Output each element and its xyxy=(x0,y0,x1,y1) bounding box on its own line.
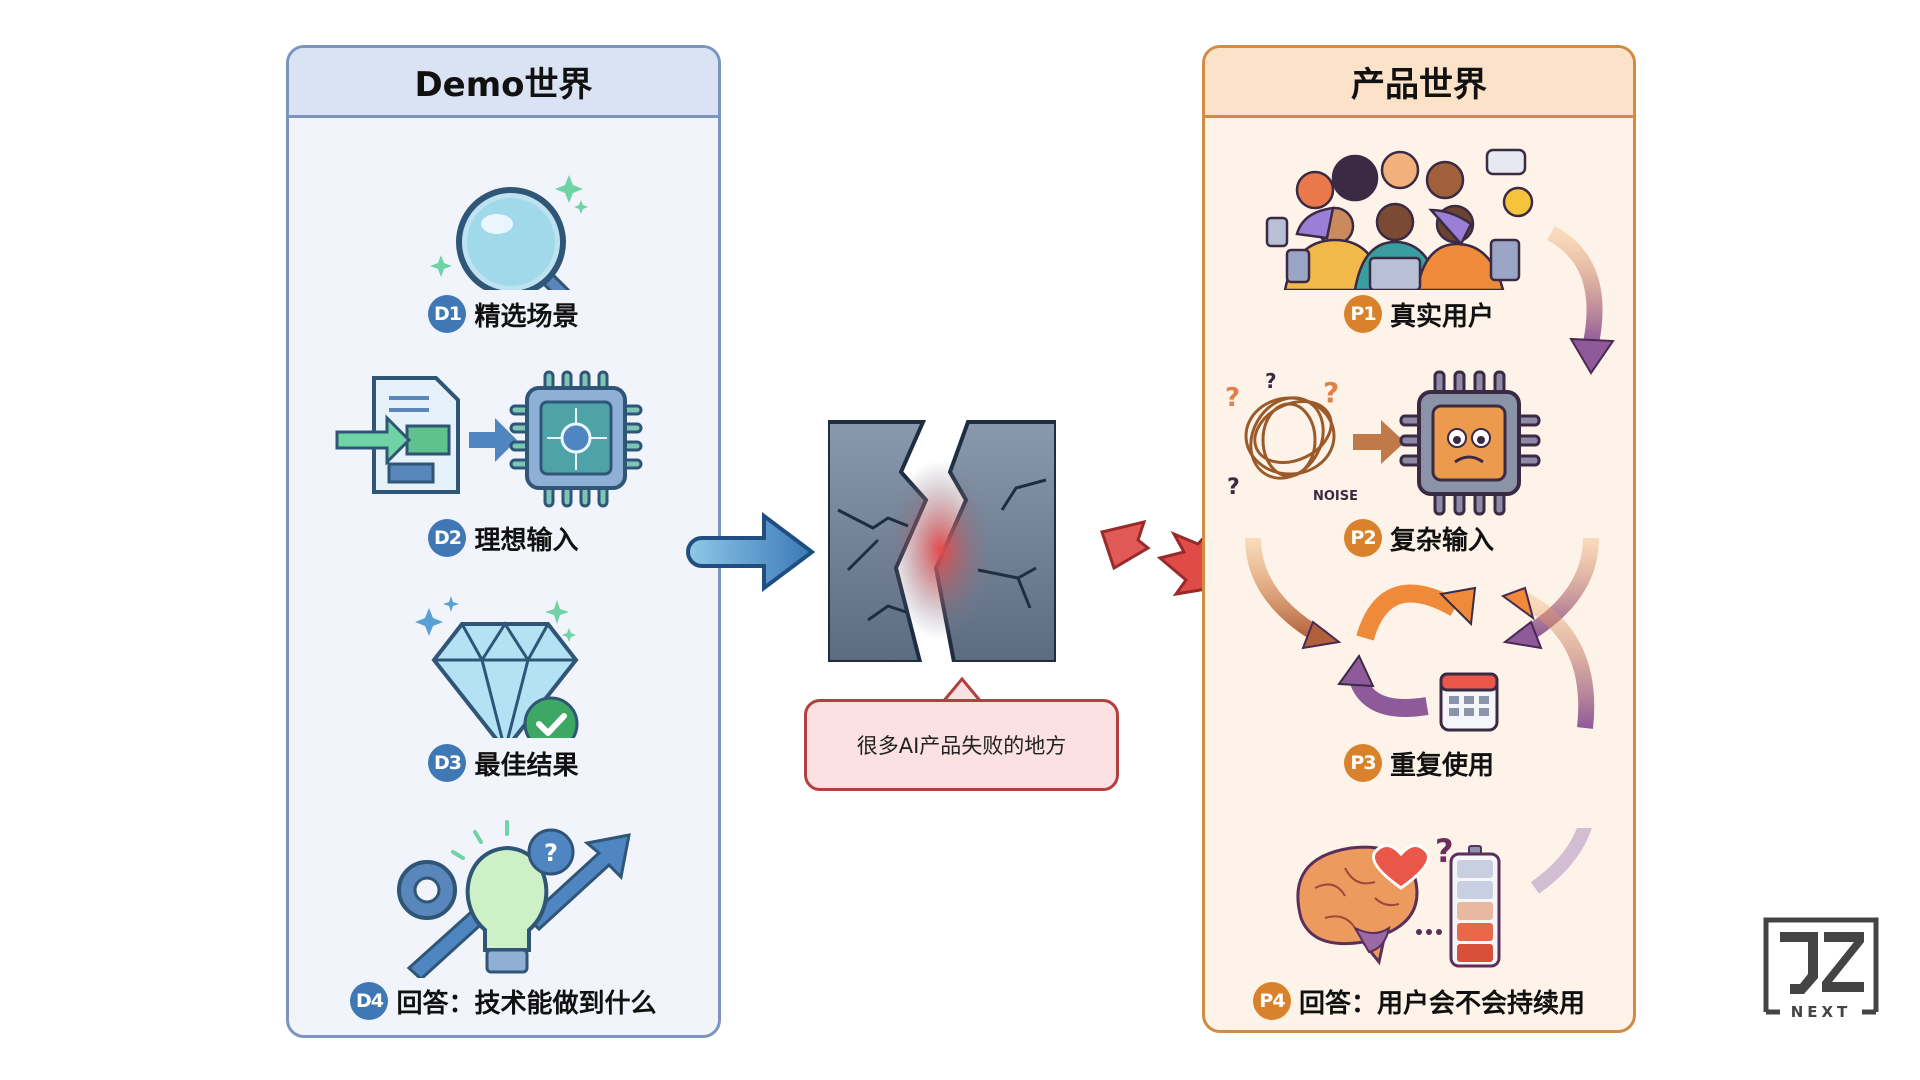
demo-step-3: D3 最佳结果 xyxy=(289,744,718,782)
product-world-title: 产品世界 xyxy=(1205,48,1633,118)
diamond-check-icon xyxy=(289,588,718,738)
document-to-chip-icon xyxy=(289,366,718,516)
product-step-3: P3 重复使用 xyxy=(1205,744,1633,782)
curved-arrow-icon xyxy=(1546,225,1615,375)
step-badge: D1 xyxy=(428,295,467,333)
svg-text:?: ? xyxy=(1225,383,1240,413)
product-step-2: P2 复杂输入 xyxy=(1205,519,1633,557)
step-badge: D2 xyxy=(428,519,467,557)
lightbulb-growth-icon: ? xyxy=(289,808,718,978)
step-badge: P4 xyxy=(1252,982,1291,1020)
svg-text:?: ? xyxy=(1265,369,1277,393)
callout-text: 很多AI产品失败的地方 xyxy=(856,734,1067,758)
step-label: 回答：用户会不会持续用 xyxy=(1298,988,1585,1019)
svg-text:?: ? xyxy=(544,839,558,867)
step-label: 重复使用 xyxy=(1389,750,1494,781)
svg-text:?: ? xyxy=(1323,376,1339,409)
step-badge: D3 xyxy=(428,744,467,782)
product-world-panel: 产品世界 xyxy=(1202,45,1636,1033)
step-label: 精选场景 xyxy=(474,301,579,332)
demo-step-2: D2 理想输入 xyxy=(289,519,718,557)
failure-callout: 很多AI产品失败的地方 xyxy=(804,699,1119,791)
brain-heart-battery-icon: ? xyxy=(1205,828,1633,978)
blue-arrow-icon xyxy=(686,512,816,592)
demo-step-4: D4 回答：技术能做到什么 xyxy=(289,982,718,1020)
step-label: 回答：技术能做到什么 xyxy=(396,988,657,1019)
cracked-wall-icon xyxy=(828,420,1056,662)
noise-to-stressed-chip-icon: ? ? ? ? NOISE xyxy=(1205,366,1633,516)
magnifying-glass-icon xyxy=(289,140,718,290)
step-label: 理想输入 xyxy=(474,525,579,556)
step-badge: P2 xyxy=(1343,519,1382,557)
step-badge: P1 xyxy=(1343,295,1382,333)
callout-pointer xyxy=(940,676,984,704)
product-step-1: P1 真实用户 xyxy=(1205,295,1633,333)
jz-next-logo: NEXT xyxy=(1762,916,1880,1021)
noise-label: NOISE xyxy=(1313,489,1358,504)
cycle-calendar-icon xyxy=(1205,528,1633,738)
demo-world-panel: Demo世界 D1 精选场景 xyxy=(286,45,721,1038)
demo-world-title: Demo世界 xyxy=(289,48,718,118)
svg-text:?: ? xyxy=(1435,832,1454,870)
product-step-4: P4 回答：用户会不会持续用 xyxy=(1205,982,1633,1020)
step-badge: P3 xyxy=(1343,744,1382,782)
step-label: 最佳结果 xyxy=(474,750,579,781)
logo-text: NEXT xyxy=(1791,1003,1852,1020)
step-label: 复杂输入 xyxy=(1389,525,1494,556)
crowd-of-users-icon xyxy=(1205,140,1633,290)
svg-text:?: ? xyxy=(1227,475,1240,500)
step-badge: D4 xyxy=(350,982,389,1020)
step-label: 真实用户 xyxy=(1389,301,1494,332)
demo-step-1: D1 精选场景 xyxy=(289,295,718,333)
